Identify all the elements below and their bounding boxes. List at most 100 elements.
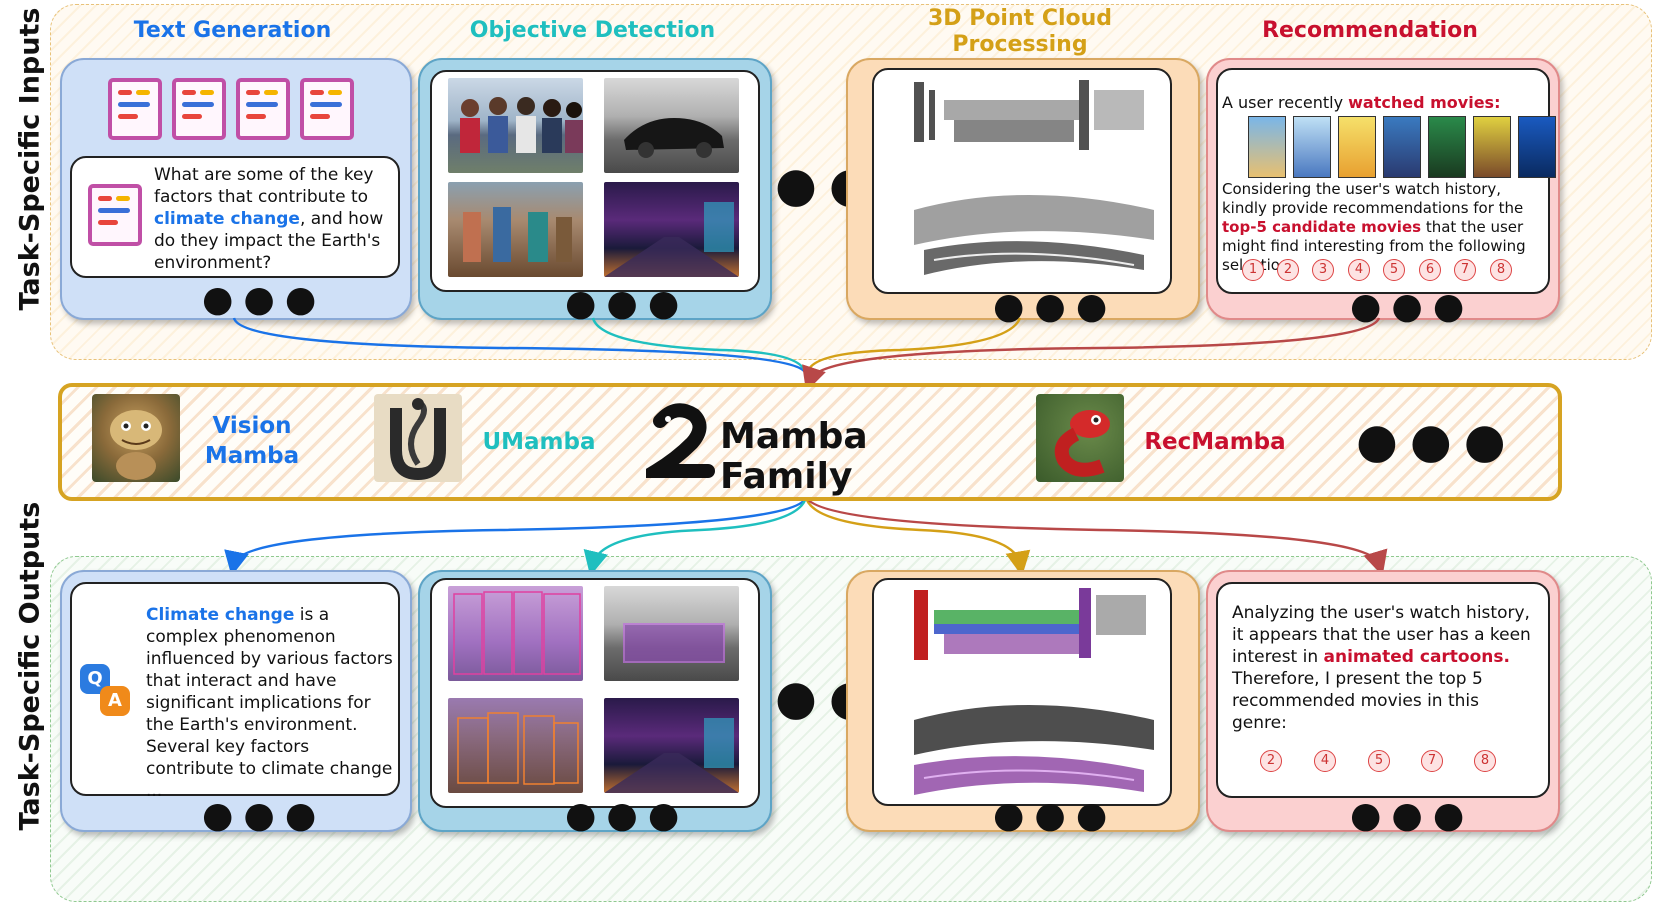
recommended-option: 8 — [1474, 750, 1496, 772]
answer-rest: is a complex phenomenon influenced by va… — [146, 605, 393, 801]
option-circle: 2 — [1277, 259, 1299, 281]
option-circle: 7 — [1454, 259, 1476, 281]
segmented-point-cloud-box — [872, 578, 1172, 806]
umamba-logo — [374, 394, 462, 482]
document-icon — [236, 78, 290, 140]
photo-workers-detected — [448, 698, 583, 793]
snake-cartoon-icon — [110, 410, 162, 480]
answer-text: Climate change is a complex phenomenon i… — [146, 604, 396, 802]
rec-body-highlight: top-5 candidate movies — [1222, 218, 1422, 236]
rec-result-part1: Analyzing the user's watch history, it a… — [1232, 603, 1531, 667]
option-circle: 8 — [1490, 259, 1512, 281]
recommended-option: 4 — [1314, 750, 1336, 772]
ellipsis: ●●● — [993, 795, 1118, 836]
recmamba-logo — [1036, 394, 1124, 482]
arrow-text-gen-in — [232, 317, 807, 373]
arrow-pointcloud-in — [806, 317, 1022, 373]
red-snake-icon — [1054, 410, 1110, 477]
question-text: What are some of the key factors that co… — [154, 164, 394, 274]
qa-a-bubble: A — [100, 686, 130, 716]
detection-images-box — [430, 70, 760, 292]
arrow-rec-out — [804, 496, 1388, 576]
photo-night-street-detected — [604, 698, 739, 793]
arrow-detection-out — [583, 496, 808, 577]
vision-mamba-logo — [92, 394, 180, 482]
rec-result-highlight: animated cartoons. — [1323, 647, 1510, 667]
heading-point-cloud-line2: Processing — [952, 32, 1088, 57]
heading-point-cloud: 3D Point Cloud Processing — [880, 6, 1160, 58]
output-panel-point-cloud: ●●● — [846, 570, 1200, 836]
point-cloud-render — [914, 80, 1154, 275]
movie-poster — [1518, 116, 1556, 178]
document-icon — [300, 78, 354, 140]
option-circle: 4 — [1348, 259, 1370, 281]
ellipsis: ●●● — [565, 795, 690, 836]
workers-bounding-boxes — [457, 712, 579, 785]
ellipsis: ●●● — [1350, 795, 1475, 836]
answer-box: Q A Climate change is a complex phenomen… — [70, 582, 400, 801]
rec-result-text: Analyzing the user's watch history, it a… — [1232, 602, 1538, 734]
input-panel-recommendation: A user recently watched movies: Consider… — [1206, 58, 1560, 325]
street-lights — [604, 202, 739, 277]
heading-objective-detection: Objective Detection — [469, 18, 716, 43]
option-circle: 1 — [1242, 259, 1264, 281]
heading-text-generation: Text Generation — [133, 18, 332, 43]
question-box: What are some of the key factors that co… — [70, 156, 400, 278]
mamba-family-bar: Vision Mamba UMamba Mamba Family RecMamb… — [58, 383, 1562, 501]
photo-people — [448, 78, 583, 173]
detection-results-box — [430, 578, 760, 808]
recmamba-label: RecMamba — [1144, 429, 1286, 455]
document-icon — [108, 78, 162, 140]
mamba-more-ellipsis: ●●● — [1356, 413, 1518, 469]
point-cloud-box — [872, 68, 1172, 294]
output-panel-object-detection: ●●● — [418, 570, 772, 836]
input-panel-text-generation: What are some of the key factors that co… — [60, 58, 412, 320]
question-text-part2: , and how do they impact the Earth's env… — [154, 209, 384, 273]
movie-poster — [1383, 116, 1421, 178]
option-circle: 6 — [1419, 259, 1441, 281]
photo-car — [604, 78, 739, 173]
vision-mamba-label: Vision Mamba — [192, 411, 312, 471]
ellipsis: ●●● — [202, 795, 327, 836]
bounding-boxes — [453, 591, 581, 675]
document-icon — [172, 78, 226, 140]
input-panel-object-detection: ●●● — [418, 58, 772, 322]
option-circle: 3 — [1312, 259, 1334, 281]
recommendation-prompt-box: A user recently watched movies: Consider… — [1216, 68, 1556, 294]
mamba-family-title: Mamba Family — [720, 416, 868, 497]
output-panel-text-generation: Q A Climate change is a complex phenomen… — [60, 570, 412, 836]
workers-shapes — [463, 207, 572, 262]
heading-point-cloud-line1: 3D Point Cloud — [927, 6, 1113, 31]
car-bounding-box — [623, 623, 725, 663]
arrow-text-gen-out — [224, 496, 808, 577]
input-panel-point-cloud: ●●● — [846, 58, 1200, 325]
street-lights — [604, 718, 739, 793]
heading-recommendation: Recommendation — [1262, 18, 1478, 43]
people-silhouettes — [460, 97, 583, 153]
rec-intro-text: A user recently — [1222, 93, 1349, 112]
photo-night-street — [604, 182, 739, 277]
arrow-rec-in — [802, 317, 1381, 392]
qa-q-bubble: Q — [80, 664, 110, 694]
movie-poster — [1338, 116, 1376, 178]
arrow-pointcloud-out — [804, 496, 1031, 577]
photo-workers — [448, 182, 583, 277]
recommended-option: 5 — [1368, 750, 1390, 772]
photo-car-detected — [604, 586, 739, 681]
recommended-option: 7 — [1421, 750, 1443, 772]
vision-mamba-line1: Vision — [212, 413, 292, 439]
movie-poster — [1293, 116, 1331, 178]
option-circle: 5 — [1383, 259, 1405, 281]
u-snake-icon — [390, 398, 446, 481]
segmented-point-cloud-render — [914, 588, 1154, 795]
movie-poster — [1473, 116, 1511, 178]
recommendation-result-box: Analyzing the user's watch history, it a… — [1216, 582, 1550, 798]
answer-highlight: Climate change — [146, 605, 295, 625]
mamba-logo-icon — [646, 403, 715, 478]
qa-icon: Q A — [80, 664, 138, 722]
vision-mamba-line2: Mamba — [204, 443, 300, 469]
movie-poster — [1428, 116, 1466, 178]
rec-intro: A user recently watched movies: — [1222, 92, 1542, 114]
recommended-option: 2 — [1260, 750, 1282, 772]
rec-result-part2: Therefore, I present the top 5 recommend… — [1232, 669, 1483, 733]
